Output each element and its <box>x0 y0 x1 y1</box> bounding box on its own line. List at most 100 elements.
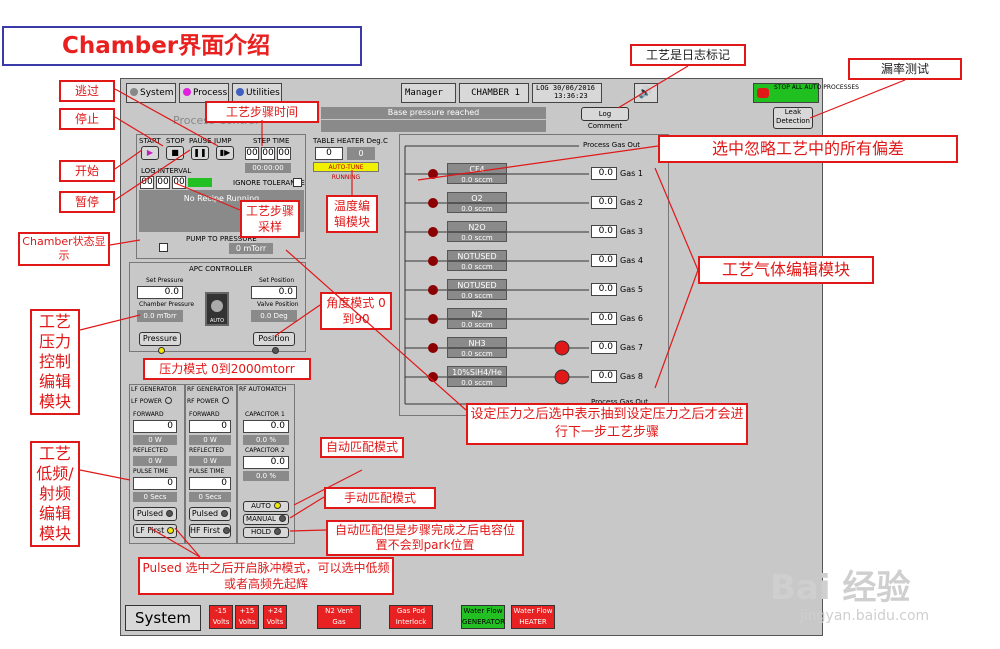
pause-button[interactable]: ❚❚ <box>191 146 209 160</box>
lf-first-button[interactable]: LF First <box>133 524 177 538</box>
leak-detection-button[interactable]: Leak Detection <box>773 107 813 129</box>
cap2-input[interactable]: 0.0 <box>243 456 289 469</box>
gas-channel-label: Gas 1 <box>620 169 643 178</box>
log-interval-minutes[interactable]: 00 <box>156 176 170 189</box>
gas-setpoint-input[interactable]: 0.0 <box>591 312 617 325</box>
status-indicator: Water Flow HEATER <box>511 605 555 629</box>
gas-setpoint-input[interactable]: 0.0 <box>591 254 617 267</box>
log-interval-label: LOG INTERVAL <box>141 167 192 175</box>
rf-forward-input[interactable]: 0 <box>189 420 231 433</box>
step-time-seconds[interactable]: 00 <box>277 147 291 160</box>
step-time-hours[interactable]: 00 <box>245 147 259 160</box>
status-indicator: Gas Pod Interlock <box>389 605 433 629</box>
status-system-label[interactable]: System <box>125 605 201 631</box>
jump-button[interactable]: ▮▶ <box>216 146 234 160</box>
rf-power-text: RF POWER <box>187 398 219 405</box>
gas-setpoint-input[interactable]: 0.0 <box>591 370 617 383</box>
annotation-hold-note: 自动匹配但是步骤完成之后电容位置不会到park位置 <box>326 520 524 556</box>
gas-setpoint-input[interactable]: 0.0 <box>591 196 617 209</box>
auto-match-button[interactable]: AUTO <box>243 501 289 512</box>
auto-label: AUTO <box>251 502 271 510</box>
hold-match-button[interactable]: HOLD <box>243 527 289 538</box>
gas-valve-icon[interactable] <box>428 314 438 324</box>
lf-pulsed-button[interactable]: Pulsed <box>133 507 177 521</box>
lf-forward-label: FORWARD <box>133 411 164 418</box>
step-time-minutes[interactable]: 00 <box>261 147 275 160</box>
pressure-mode-button[interactable]: Pressure <box>139 332 181 354</box>
gas-channel-label: Gas 6 <box>620 314 643 323</box>
utilities-button[interactable]: Utilities <box>232 83 282 103</box>
pump-to-pressure-checkbox[interactable] <box>159 243 168 252</box>
gas-valve-icon[interactable] <box>428 198 438 208</box>
rf-power-led <box>221 397 229 404</box>
table-heater-setpoint[interactable]: 0 <box>315 147 343 160</box>
gas-channel-label: Gas 7 <box>620 343 643 352</box>
rf-pulsed-led <box>221 510 229 517</box>
gas-flow-readout: 0.0 sccm <box>447 377 507 387</box>
start-button[interactable]: ▶ <box>141 146 159 160</box>
status-indicator: +15 Volts <box>235 605 259 629</box>
gas-isolation-valve-icon[interactable] <box>554 340 570 356</box>
lf-pulsed-label: Pulsed <box>136 509 164 518</box>
gas-isolation-valve-icon[interactable] <box>554 369 570 385</box>
table-heater-actual: 0 <box>347 147 375 160</box>
gas-setpoint-input[interactable]: 0.0 <box>591 341 617 354</box>
annotation-log-mark: 工艺是日志标记 <box>630 44 746 66</box>
gas-valve-icon[interactable] <box>428 343 438 353</box>
gas-valve-icon[interactable] <box>428 285 438 295</box>
page-title: Chamber界面介绍 <box>2 26 362 66</box>
valve-position-value: 0.0 Deg <box>251 310 297 322</box>
hf-first-button[interactable]: HF First <box>189 524 231 538</box>
process-button[interactable]: Process <box>179 83 229 103</box>
speaker-button[interactable]: 🔊 <box>634 83 658 103</box>
gas-flow-readout: 0.0 sccm <box>447 174 507 184</box>
lf-pulse-input[interactable]: 0 <box>133 477 177 490</box>
step-elapsed: 00:00:00 <box>245 163 291 173</box>
log-interval-seconds[interactable]: 00 <box>172 176 186 189</box>
lf-pulse-label: PULSE TIME <box>133 468 169 475</box>
stop-button[interactable]: ■ <box>166 146 184 160</box>
gas-channel-label: Gas 8 <box>620 372 643 381</box>
gas-setpoint-input[interactable]: 0.0 <box>591 167 617 180</box>
rf-reflected-watts: 0 W <box>189 456 231 466</box>
gas-setpoint-input[interactable]: 0.0 <box>591 225 617 238</box>
step-time-label: STEP TIME <box>253 137 290 145</box>
system-button[interactable]: System <box>126 83 176 103</box>
log-comment-button[interactable]: Log Comment <box>581 107 629 130</box>
rf-pulsed-button[interactable]: Pulsed <box>189 507 231 521</box>
gas-valve-icon[interactable] <box>428 227 438 237</box>
log-interval-hours[interactable]: 00 <box>140 176 154 189</box>
rf-pulse-input[interactable]: 0 <box>189 477 231 490</box>
process-gas-out-top: Process Gas Out <box>583 141 641 149</box>
annotation-step-sample: 工艺步骤采样 <box>240 200 300 238</box>
set-position-input[interactable]: 0.0 <box>251 286 297 299</box>
gas-setpoint-input[interactable]: 0.0 <box>591 283 617 296</box>
watermark-logo: Bai 经验 <box>770 568 911 608</box>
set-pressure-input[interactable]: 0.0 <box>137 286 183 299</box>
lf-reflected-watts: 0 W <box>133 456 177 466</box>
cap1-input[interactable]: 0.0 <box>243 420 289 433</box>
lf-pulsed-led <box>166 510 174 517</box>
manual-led <box>278 515 286 522</box>
annotation-pulsed-note: Pulsed 选中之后开启脉冲模式，可以选中低频或者高频先起辉 <box>138 557 394 595</box>
stop-all-button[interactable]: STOP ALL AUTO PROCESSES <box>753 83 859 103</box>
gas-valve-icon[interactable] <box>428 256 438 266</box>
annotation-angle-mode: 角度模式 0到90 <box>320 292 392 330</box>
gas-valve-icon[interactable] <box>428 372 438 382</box>
gas-valve-icon[interactable] <box>428 169 438 179</box>
lf-forward-input[interactable]: 0 <box>133 420 177 433</box>
log-tag: LOG <box>536 84 549 92</box>
manual-match-button[interactable]: MANUAL <box>243 514 289 525</box>
position-mode-button[interactable]: Position <box>253 332 295 354</box>
lf-reflected-label: REFLECTED <box>133 447 168 454</box>
status-message-2 <box>321 120 546 132</box>
annotation-gas-edit: 工艺气体编辑模块 <box>698 256 874 284</box>
ignore-tolerance-checkbox[interactable] <box>293 178 302 187</box>
log-indicator <box>188 178 212 187</box>
